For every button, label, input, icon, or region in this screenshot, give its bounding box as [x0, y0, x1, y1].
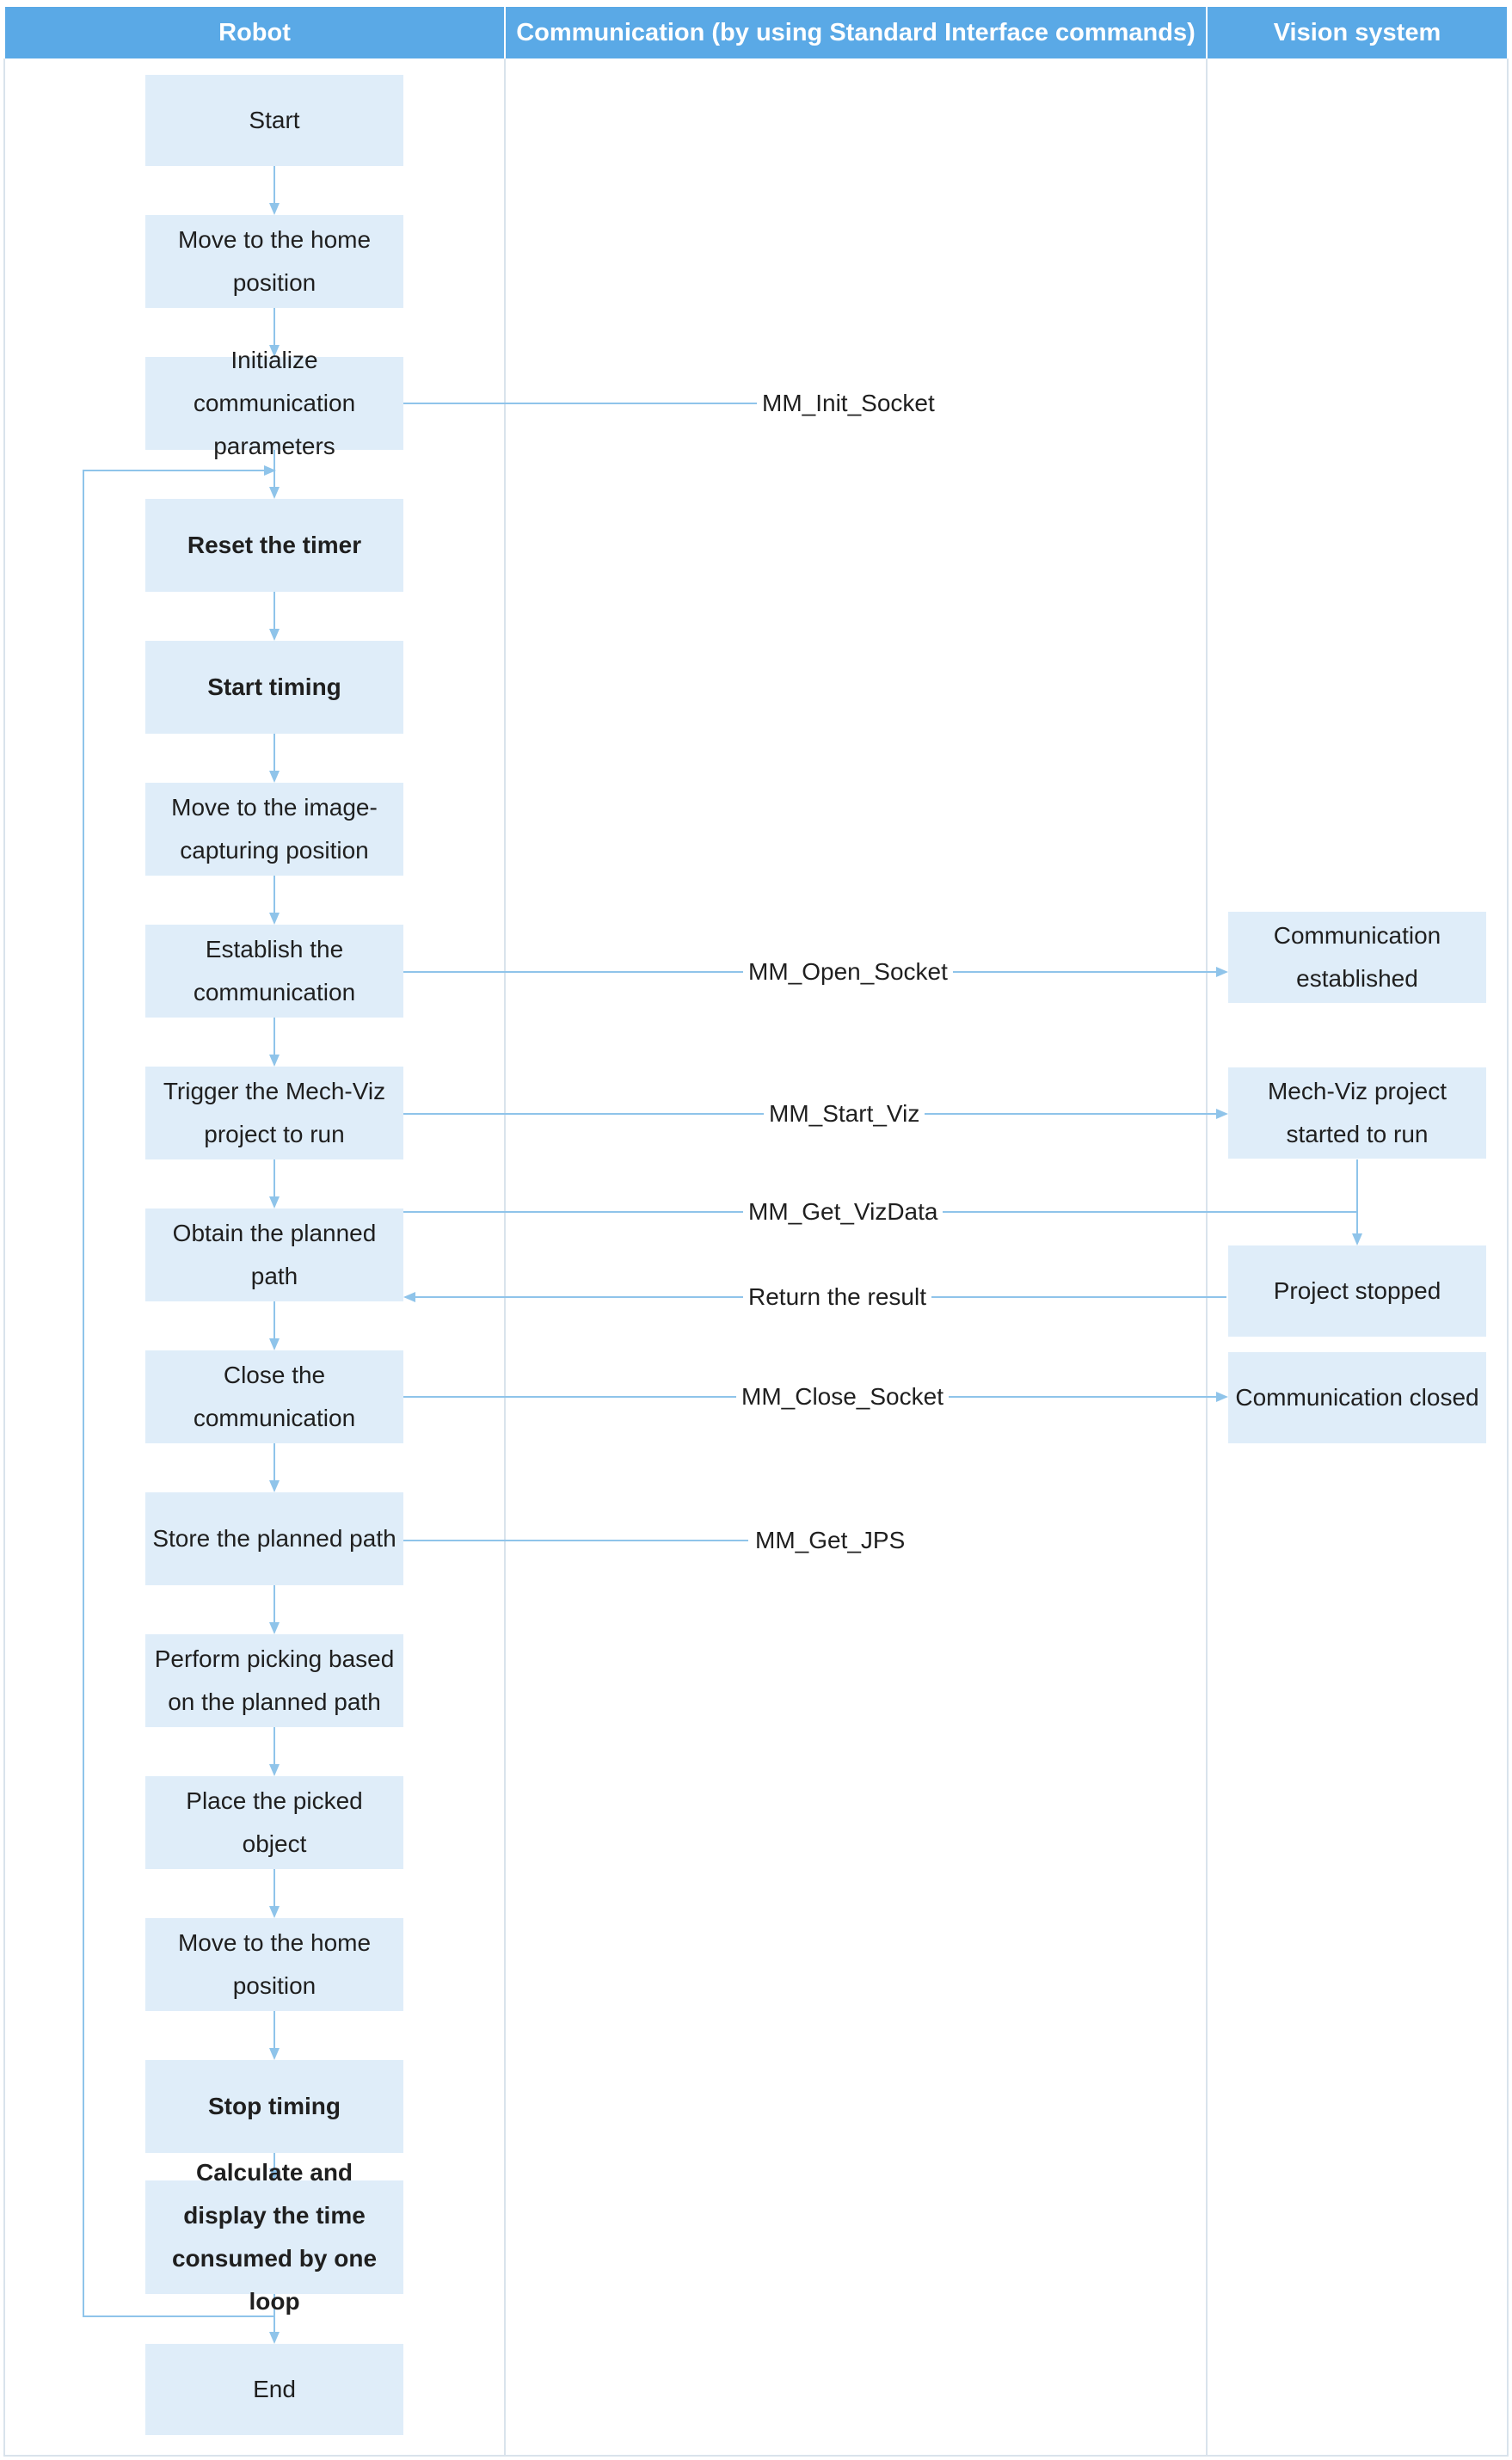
step-move-capture-position: Move to the image-capturing position: [145, 783, 403, 876]
step-establish-communication-label: Establish the communication: [193, 936, 356, 1006]
step-perform-picking: Perform picking based on the planned pat…: [145, 1634, 403, 1727]
step-store-planned-path: Store the planned path: [145, 1492, 403, 1585]
vision-communication-closed: Communication closed: [1228, 1352, 1486, 1443]
step-start-timing-label: Start timing: [207, 673, 341, 701]
lane-header-communication: Communication (by using Standard Interfa…: [506, 7, 1206, 58]
step-move-home-2: Move to the home position: [145, 1918, 403, 2011]
step-close-communication-label: Close the communication: [193, 1362, 356, 1431]
step-initialize-communication-label: Initialize communication parameters: [193, 347, 356, 459]
step-place-object-label: Place the picked object: [186, 1787, 363, 1857]
command-label-close-socket: MM_Close_Socket: [736, 1385, 949, 1409]
step-start-timing: Start timing: [145, 641, 403, 734]
step-start-label: Start: [249, 107, 300, 134]
step-initialize-communication: Initialize communication parameters: [145, 347, 403, 459]
step-obtain-planned-path-label: Obtain the planned path: [172, 1220, 377, 1289]
step-stop-timing-label: Stop timing: [208, 2093, 341, 2120]
step-perform-picking-label: Perform picking based on the planned pat…: [154, 1645, 395, 1715]
step-end: End: [145, 2344, 403, 2435]
command-label-return-result: Return the result: [743, 1285, 931, 1309]
vision-communication-closed-label: Communication closed: [1235, 1384, 1479, 1411]
step-trigger-mechviz-label: Trigger the Mech-Viz project to run: [163, 1078, 386, 1147]
step-place-object: Place the picked object: [145, 1776, 403, 1869]
vision-project-started: Mech-Viz project started to run: [1228, 1067, 1486, 1159]
step-reset-timer-label: Reset the timer: [187, 532, 362, 559]
command-label-open-socket: MM_Open_Socket: [743, 960, 953, 984]
step-store-planned-path-label: Store the planned path: [152, 1525, 396, 1553]
step-trigger-mechviz: Trigger the Mech-Viz project to run: [145, 1067, 403, 1159]
step-obtain-planned-path: Obtain the planned path: [145, 1208, 403, 1301]
step-reset-timer: Reset the timer: [145, 499, 403, 592]
lane-divider-communication-vision: [1206, 58, 1208, 2457]
step-move-home-1: Move to the home position: [145, 215, 403, 308]
command-label-get-jps: MM_Get_JPS: [750, 1528, 911, 1553]
vision-project-started-label: Mech-Viz project started to run: [1267, 1078, 1447, 1147]
step-move-capture-position-label: Move to the image-capturing position: [171, 794, 378, 864]
loop-back-arrow: [83, 465, 276, 2317]
step-close-communication: Close the communication: [145, 1350, 403, 1443]
step-move-home-1-label: Move to the home position: [177, 226, 372, 296]
step-stop-timing: Stop timing: [145, 2060, 403, 2153]
step-calculate-time-label: Calculate and display the time consumed …: [171, 2159, 378, 2315]
vision-communication-established: Communication established: [1228, 912, 1486, 1003]
lane-border-right: [1507, 58, 1509, 2457]
vision-project-stopped-label: Project stopped: [1273, 1277, 1441, 1305]
vision-project-stopped: Project stopped: [1228, 1245, 1486, 1337]
lane-border-left: [3, 58, 5, 2457]
step-establish-communication: Establish the communication: [145, 925, 403, 1018]
command-label-get-vizdata: MM_Get_VizData: [743, 1200, 943, 1224]
lane-divider-robot-communication: [504, 58, 506, 2457]
lane-header-robot: Robot: [5, 7, 504, 58]
command-label-start-viz: MM_Start_Viz: [764, 1102, 925, 1126]
lane-border-bottom: [3, 2455, 1509, 2457]
step-start: Start: [145, 75, 403, 166]
command-line-get-vizdata: [403, 1211, 1362, 1245]
command-label-init-socket: MM_Init_Socket: [757, 391, 940, 415]
step-calculate-time: Calculate and display the time consumed …: [145, 2159, 403, 2315]
lane-header-vision: Vision system: [1208, 7, 1507, 58]
vision-communication-established-label: Communication established: [1273, 922, 1441, 992]
step-end-label: End: [253, 2376, 296, 2403]
step-move-home-2-label: Move to the home position: [177, 1929, 372, 1999]
